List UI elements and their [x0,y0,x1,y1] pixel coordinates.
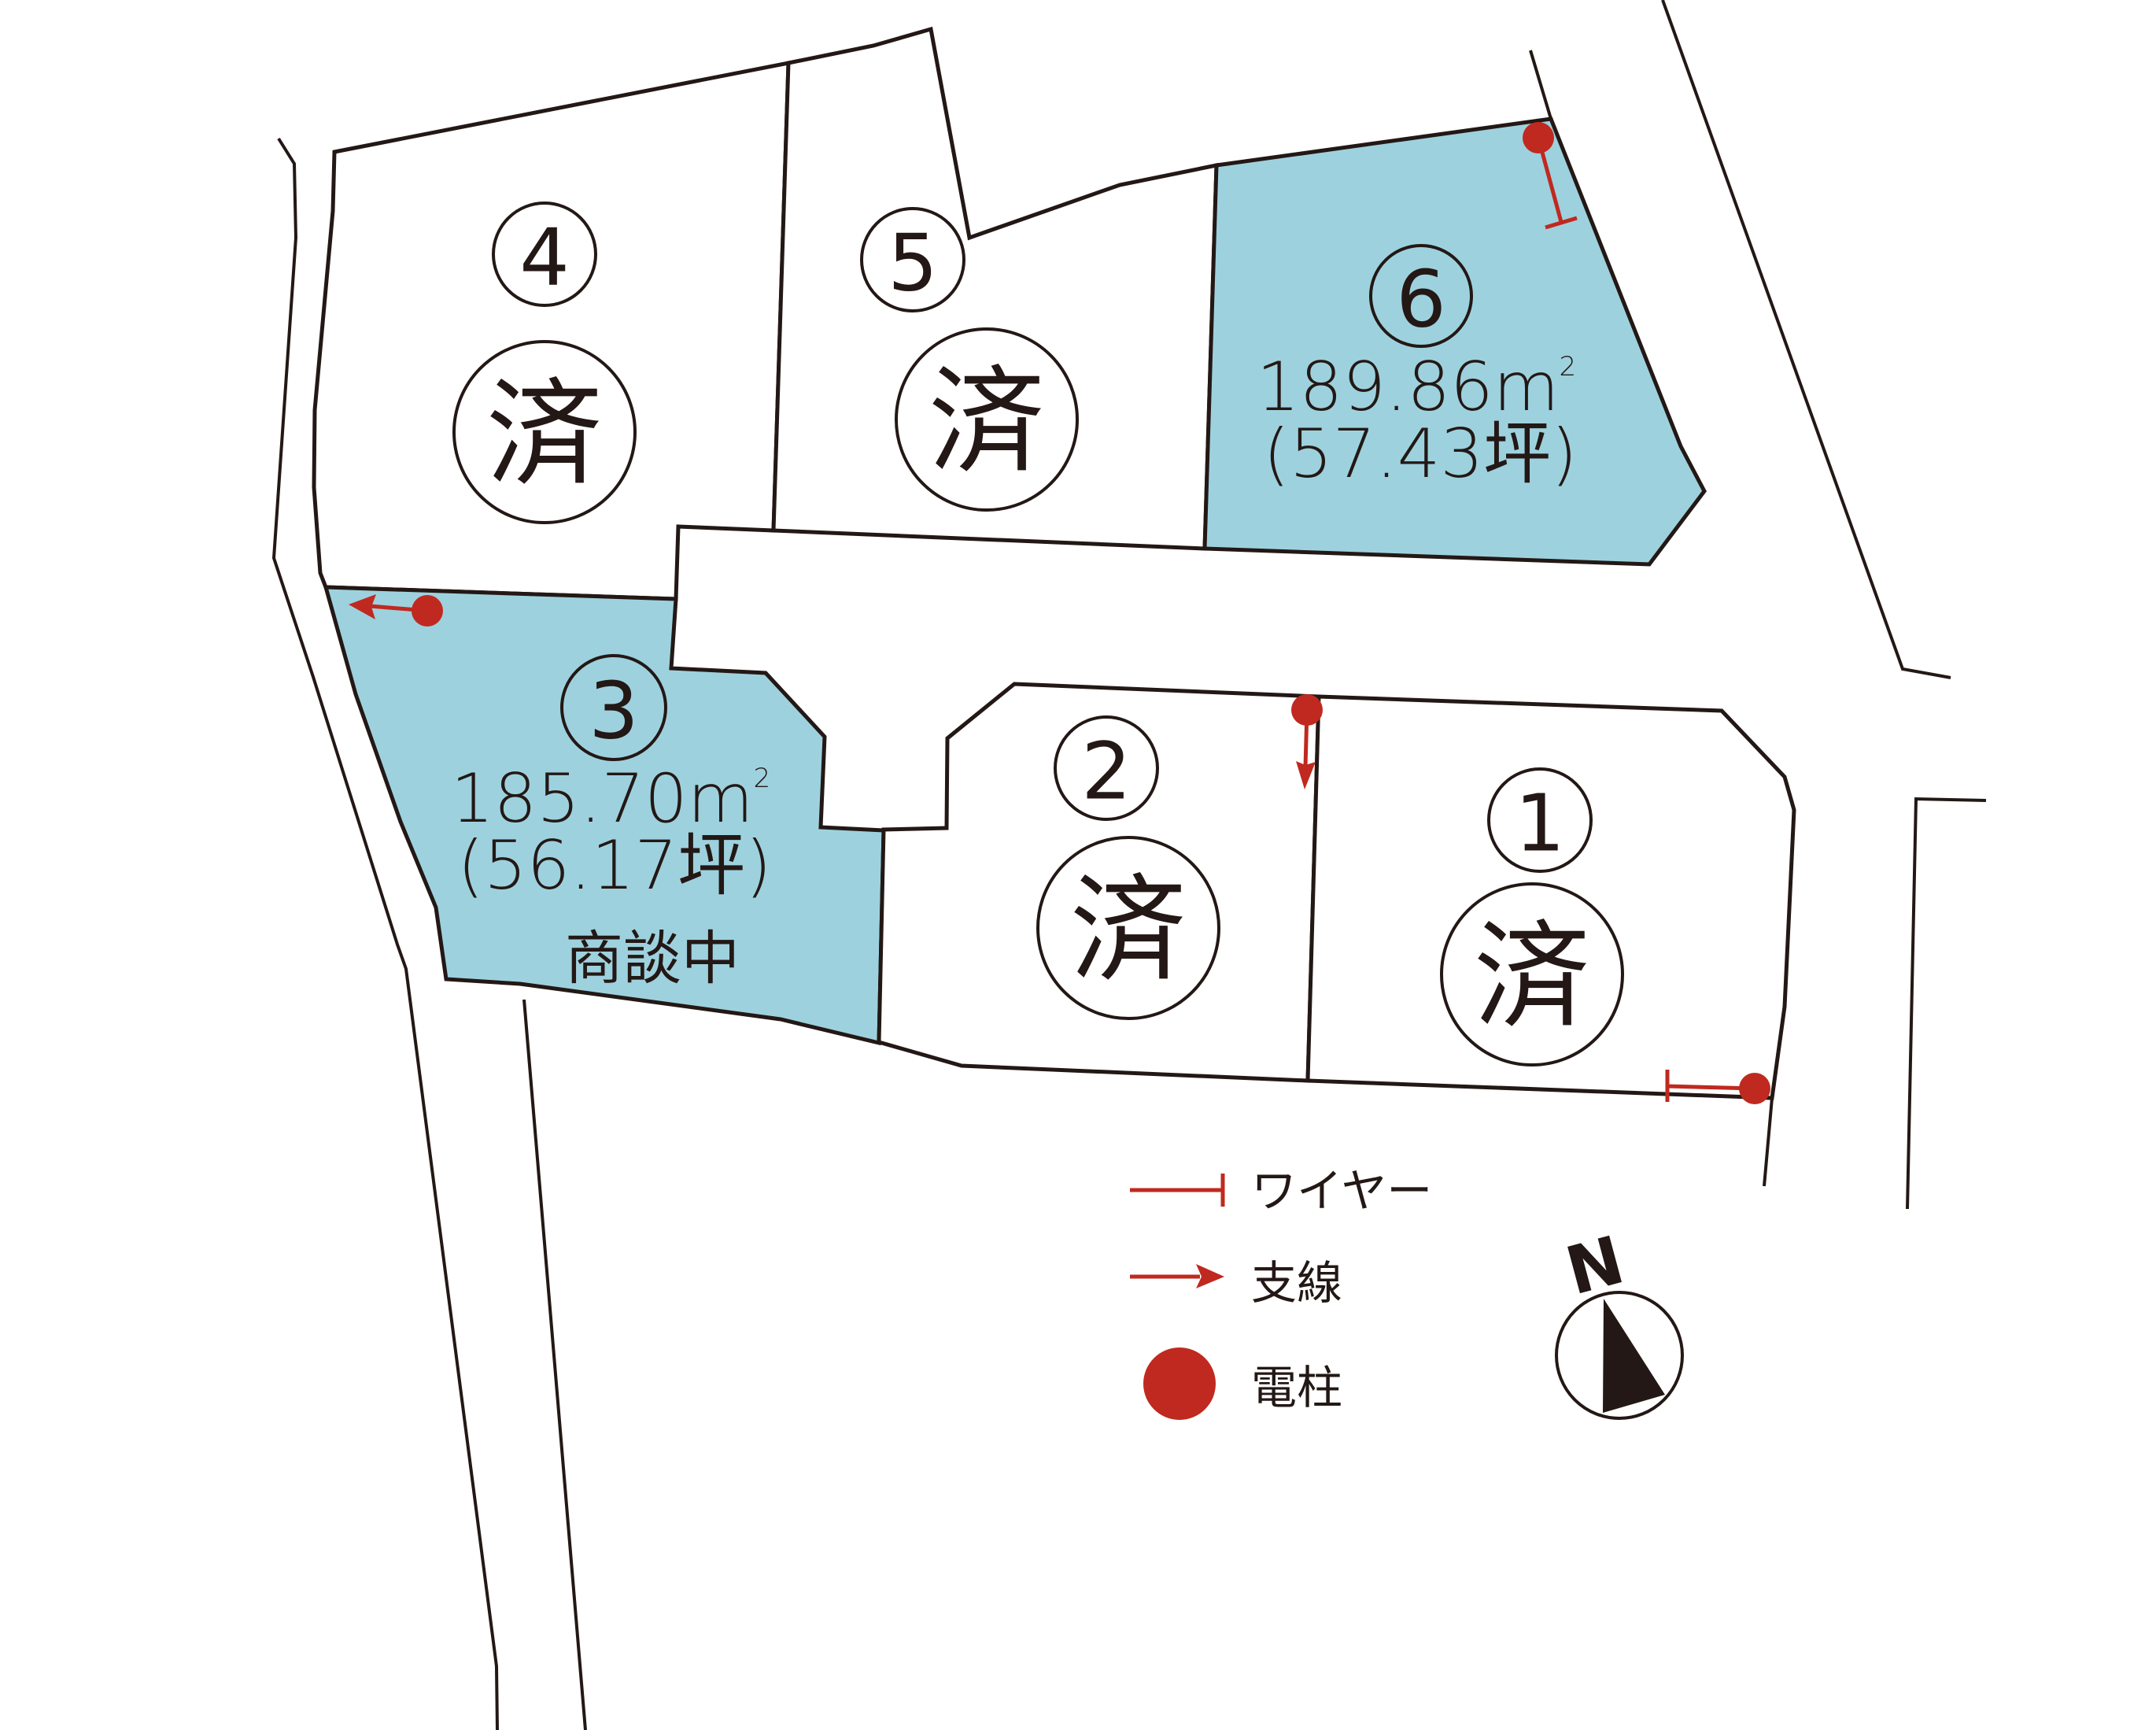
area-value: 189.86 [1257,348,1493,427]
utility-pole [1523,122,1554,153]
legend-label-stay: 支線 [1251,1256,1342,1310]
lot-area-m2: 189.86m2 [1257,348,1576,427]
lot-5-labels: 5 済 [860,207,1079,512]
lot-6-labels: 6 189.86m2 (57.43坪) [1257,244,1578,493]
lot-5[interactable] [771,26,1219,551]
sold-badge-circle [452,340,637,524]
road-boundary-left-inner [522,999,587,1730]
north-label: N [1558,1222,1631,1310]
area-unit: m [688,760,754,838]
sold-badge: 済 [486,367,603,502]
lot-number: 6 [1396,253,1446,346]
lot-4-labels: 4 済 [452,201,637,524]
lot-number-circle [492,201,597,307]
pole-legend-icon [1143,1347,1216,1420]
area-unit-superscript: 2 [754,763,771,794]
lot-area-m2: 185.70m2 [451,760,770,838]
sold-badge-circle [1036,836,1220,1020]
lot-number-circle [560,654,667,761]
lot-number-circle [1487,767,1593,873]
lot-number: 4 [519,212,570,304]
lot-6[interactable] [1202,116,1707,567]
arrow-down-icon [1296,761,1316,789]
compass-ring [1555,1291,1684,1420]
legend-item-pole: 電柱 [1143,1347,1342,1420]
lot-number: 5 [888,217,938,309]
sold-badge: 済 [928,354,1045,490]
road-boundary-right-upper [1661,0,1951,679]
lot-area-tsubo: (57.43坪) [1263,415,1577,493]
lot-number: 1 [1515,778,1565,870]
utility-pole [412,595,443,627]
lot6-top-extension [1529,50,1552,120]
lot-1-labels: 1 済 [1440,767,1624,1066]
sold-badge-circle [1440,882,1624,1066]
lot-area-tsubo: (56.17坪) [457,826,771,905]
road-boundary-left-outer [271,137,499,1730]
lot1-right-extension [1763,1097,1774,1187]
legend-item-stay: 支線 [1130,1256,1342,1310]
lot-number-circle [1054,715,1159,821]
area-value: 185.70 [451,760,688,838]
sold-badge: 済 [1070,863,1187,998]
area-unit-superscript: 2 [1560,351,1577,383]
road-boundary-right-lower [1906,797,1987,1210]
arrow-left-icon [349,594,376,619]
utility-pole [1291,694,1323,726]
legend-label-pole: 電柱 [1251,1361,1342,1414]
legend-item-wire: ワイヤー [1130,1164,1432,1218]
north-arrow-compass: N [1555,1222,1684,1420]
lot-2-labels: 2 済 [1036,715,1220,1020]
lot-number: 3 [589,665,639,757]
arrow-right-icon [1196,1264,1224,1288]
area-unit: m [1493,348,1560,427]
legend-label-wire: ワイヤー [1251,1164,1432,1218]
legend: ワイヤー 支線 電柱 [1130,1164,1432,1420]
north-pointer-icon [1603,1299,1665,1413]
wire-anchor-tick [1545,216,1578,230]
lot-number-circle [860,207,965,312]
utility-pole [1739,1073,1770,1104]
sold-badge: 済 [1474,909,1590,1044]
lot-number-circle [1369,244,1473,348]
lot-3-labels: 3 185.70m2 (56.17坪) 商談中 [451,654,772,993]
negotiation-status: 商談中 [565,925,740,993]
lot-number: 2 [1081,726,1132,818]
sold-badge-circle [895,327,1079,512]
